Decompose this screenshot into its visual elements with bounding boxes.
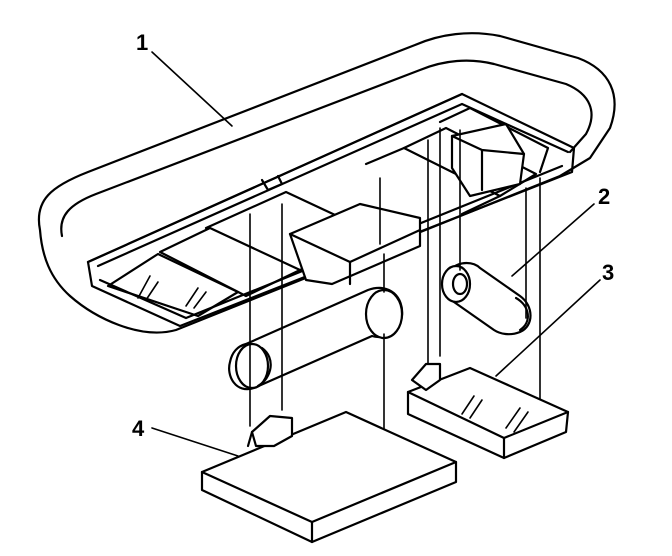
long-bulb-left-cap	[234, 342, 270, 390]
large-lens-body	[200, 410, 458, 544]
housing-floor-ledge-top	[86, 92, 464, 264]
callout-1: 1	[136, 30, 148, 55]
callout-4: 4	[132, 416, 145, 441]
small-lens-glint-1	[461, 395, 475, 415]
right-switch-block	[450, 122, 526, 198]
housing-floor-ledge-top2	[96, 102, 570, 268]
lamp-housing	[37, 32, 616, 334]
left-window-glint-4	[193, 291, 207, 309]
right-bulb-cap-inner	[451, 272, 469, 296]
callouts: 1 2 3 4	[132, 30, 614, 457]
long-bulb-end-cap	[364, 288, 404, 340]
large-lens-clip	[250, 414, 294, 448]
callout-leader-2	[511, 203, 595, 277]
small-lens-glint-3	[505, 407, 521, 429]
small-lens-body	[406, 366, 570, 460]
housing-inner-rim	[60, 59, 593, 238]
left-window-glint-2	[145, 281, 159, 301]
callout-leader-1	[151, 51, 233, 127]
left-window-glint-3	[185, 287, 199, 307]
callout-3: 3	[602, 260, 614, 285]
guide-lines	[249, 127, 541, 433]
callout-leader-4	[151, 427, 239, 457]
right-bulb-end	[514, 296, 529, 332]
left-window-glint-1	[137, 275, 151, 299]
switch-block	[288, 202, 422, 286]
callout-leader-3	[495, 279, 601, 377]
small-lens-clip	[410, 362, 442, 392]
small-lens-glint-2	[469, 399, 483, 419]
large-lens-clip-base	[246, 430, 254, 448]
large-lens	[200, 410, 458, 544]
small-lens	[406, 362, 570, 460]
housing-notch	[260, 174, 284, 192]
long-bulb-filament	[256, 346, 272, 388]
small-lens-glint-4	[513, 411, 529, 433]
right-compartment	[364, 146, 502, 216]
callout-2: 2	[598, 184, 610, 209]
bulbs	[228, 261, 532, 391]
